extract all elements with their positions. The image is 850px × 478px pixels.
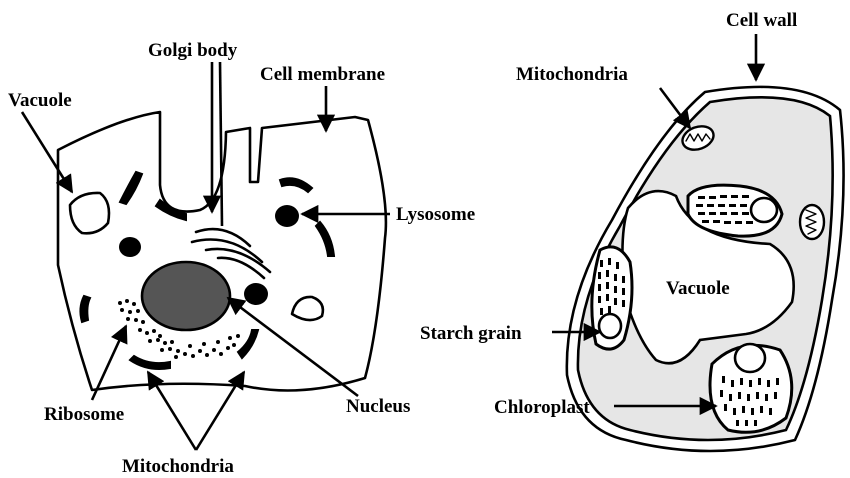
animal-cell: Vacuole Golgi body Cell membrane Lysosom… — [8, 40, 475, 477]
label-cell-membrane: Cell membrane — [260, 64, 385, 85]
label-golgi-body: Golgi body — [148, 40, 238, 61]
label-mitochondria-animal: Mitochondria — [122, 456, 234, 477]
label-chloroplast: Chloroplast — [494, 397, 590, 418]
nucleus — [142, 262, 230, 330]
label-starch-grain: Starch grain — [420, 323, 522, 344]
label-cell-wall: Cell wall — [726, 10, 797, 31]
arrow-golgi-side — [220, 62, 222, 226]
animal-vacuole — [70, 193, 109, 233]
label-mitochondria-plant: Mitochondria — [516, 64, 628, 85]
label-vacuole-plant: Vacuole — [666, 278, 730, 299]
label-ribosome: Ribosome — [44, 404, 124, 425]
plant-cell: Vacuole — [420, 10, 844, 451]
label-lysosome: Lysosome — [396, 204, 475, 225]
label-vacuole: Vacuole — [8, 90, 72, 111]
label-nucleus: Nucleus — [346, 396, 410, 417]
chloroplast-left — [592, 247, 632, 349]
plant-mitochondrion-2 — [800, 205, 824, 239]
animal-small-vacuole — [292, 297, 323, 320]
arrow-vacuole — [22, 112, 72, 192]
chloroplast-bottom — [710, 344, 792, 432]
